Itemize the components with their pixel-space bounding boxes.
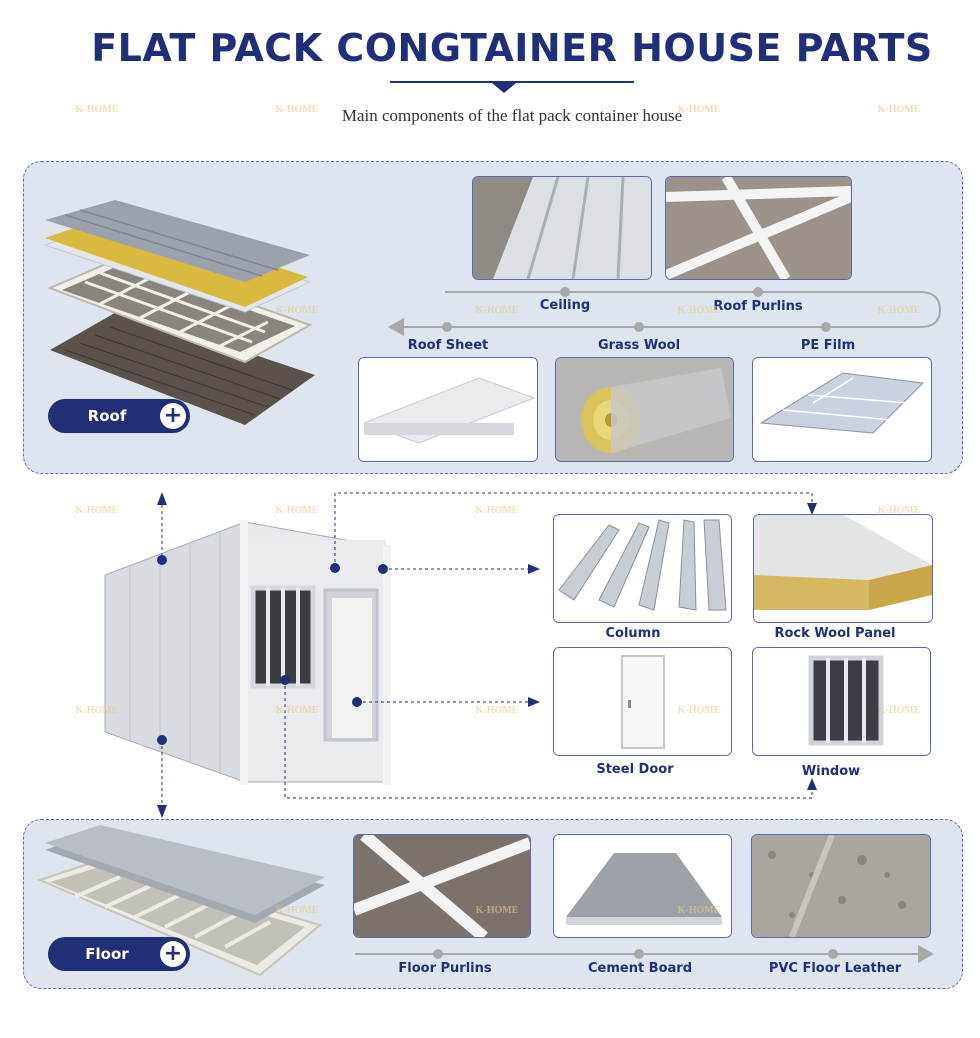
roof-button-label: Roof <box>87 407 127 425</box>
watermark: K-HOME <box>677 705 721 716</box>
floor-button-label: Floor <box>85 945 129 963</box>
watermark: K-HOME <box>275 305 319 316</box>
column-photo <box>553 514 732 623</box>
title-underline-notch <box>492 83 516 93</box>
cement-board-marker <box>634 949 644 959</box>
roof-purlins-label: Roof Purlins <box>713 299 803 314</box>
steel-door-label: Steel Door <box>596 762 674 777</box>
watermark: K-HOME <box>475 705 519 716</box>
watermark: K-HOME <box>877 305 921 316</box>
container-house-illustration <box>100 520 395 785</box>
pvc-floor-leather-label: PVC Floor Leather <box>768 961 902 976</box>
watermark: K-HOME <box>677 104 721 115</box>
title-underline <box>390 81 634 83</box>
steel-door-photo <box>553 647 732 756</box>
column-label: Column <box>605 626 661 641</box>
watermark: K-HOME <box>877 104 921 115</box>
roof-purlins-photo <box>665 176 852 280</box>
watermark: K-HOME <box>677 905 721 916</box>
window-photo <box>752 647 931 756</box>
pvc-floor-leather-photo <box>751 834 931 938</box>
pvc-floor-leather-marker <box>828 949 838 959</box>
watermark: K-HOME <box>677 305 721 316</box>
cement-board-photo <box>553 834 732 938</box>
rock-wool-panel-photo <box>753 514 933 623</box>
roof-sheet-label: Roof Sheet <box>407 338 489 353</box>
watermark: K-HOME <box>475 505 519 516</box>
plus-icon: + <box>160 403 186 429</box>
page-title: FLAT PACK CONGTAINER HOUSE PARTS <box>91 26 933 70</box>
floor-button[interactable]: Floor + <box>48 937 190 971</box>
floor-purlins-photo <box>353 834 531 938</box>
grass-wool-photo <box>555 357 734 462</box>
watermark: K-HOME <box>75 705 119 716</box>
floor-purlins-label: Floor Purlins <box>398 961 492 976</box>
watermark: K-HOME <box>75 505 119 516</box>
watermark: K-HOME <box>275 505 319 516</box>
ceiling-marker <box>560 287 570 297</box>
roof-button[interactable]: Roof + <box>48 399 190 433</box>
roof-exploded-illustration <box>40 200 320 440</box>
page-subtitle: Main components of the flat pack contain… <box>341 106 683 125</box>
plus-icon: + <box>160 941 186 967</box>
pe-film-marker <box>821 322 831 332</box>
watermark: K-HOME <box>475 905 519 916</box>
grass-wool-marker <box>634 322 644 332</box>
watermark: K-HOME <box>877 705 921 716</box>
cement-board-label: Cement Board <box>587 961 693 976</box>
floor-purlins-marker <box>433 949 443 959</box>
window-label: Window <box>801 764 861 779</box>
roof-sheet-photo <box>358 357 538 462</box>
watermark: K-HOME <box>475 305 519 316</box>
watermark: K-HOME <box>275 705 319 716</box>
pe-film-photo <box>752 357 932 462</box>
watermark: K-HOME <box>275 905 319 916</box>
roof-purlins-marker <box>753 287 763 297</box>
ceiling-label: Ceiling <box>539 298 591 313</box>
roof-sheet-marker <box>442 322 452 332</box>
watermark: K-HOME <box>75 104 119 115</box>
watermark: K-HOME <box>877 505 921 516</box>
pe-film-label: PE Film <box>800 338 856 353</box>
watermark: K-HOME <box>275 104 319 115</box>
ceiling-photo <box>472 176 652 280</box>
floor-exploded-illustration <box>35 825 325 980</box>
grass-wool-label: Grass Wool <box>597 338 681 353</box>
rock-wool-panel-label: Rock Wool Panel <box>774 626 896 641</box>
